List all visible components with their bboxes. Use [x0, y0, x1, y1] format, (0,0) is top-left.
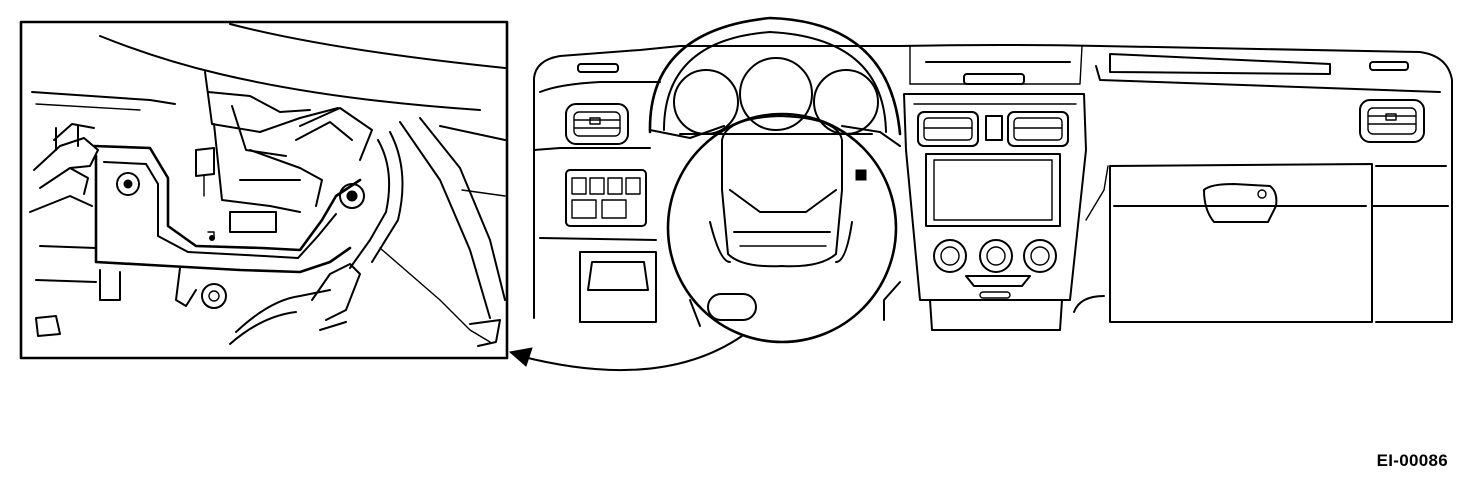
- detail-inset-drawing: [29, 23, 506, 347]
- callout-arrow: [508, 335, 743, 372]
- detail-inset: [19, 20, 509, 360]
- arrow-head-icon: [508, 347, 533, 367]
- dashboard-overview: [533, 16, 1453, 344]
- figure-id-label: EI-00086: [1376, 451, 1448, 470]
- highlight-circle: [666, 112, 898, 344]
- detail-inset-frame: [19, 20, 509, 360]
